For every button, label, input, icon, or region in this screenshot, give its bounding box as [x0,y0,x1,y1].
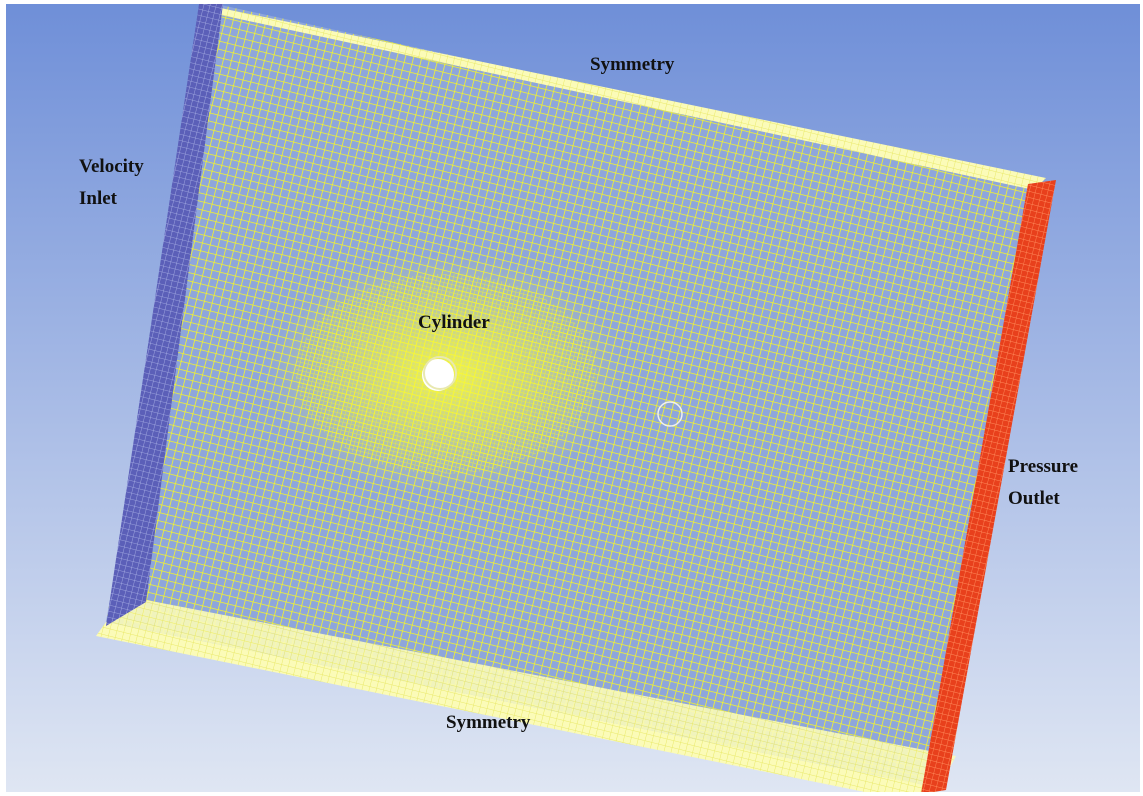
pressure-outlet-face [921,180,1056,792]
velocity-inlet-face [106,4,223,626]
symmetry-bottom-bevel [106,600,956,788]
label-pressure-outlet-line1: Pressure [1008,456,1079,477]
cylinder-surface [422,359,454,391]
label-velocity-inlet-line1: Velocity [79,156,144,177]
probe-circle [657,401,683,427]
cfd-mesh-viewport[interactable]: Symmetry Velocity Inlet Cylinder Pressur… [6,4,1140,792]
symmetry-top-face [201,4,1046,190]
label-velocity-inlet-line2: Inlet [79,188,117,209]
label-symmetry-bottom: Symmetry [446,712,531,733]
mesh-scene [6,4,1140,792]
cylinder-outline [423,356,457,390]
label-cylinder: Cylinder [418,312,490,333]
symmetry-bottom-face [96,622,939,792]
label-symmetry-top: Symmetry [590,54,675,75]
label-pressure-outlet-line2: Outlet [1008,488,1060,509]
